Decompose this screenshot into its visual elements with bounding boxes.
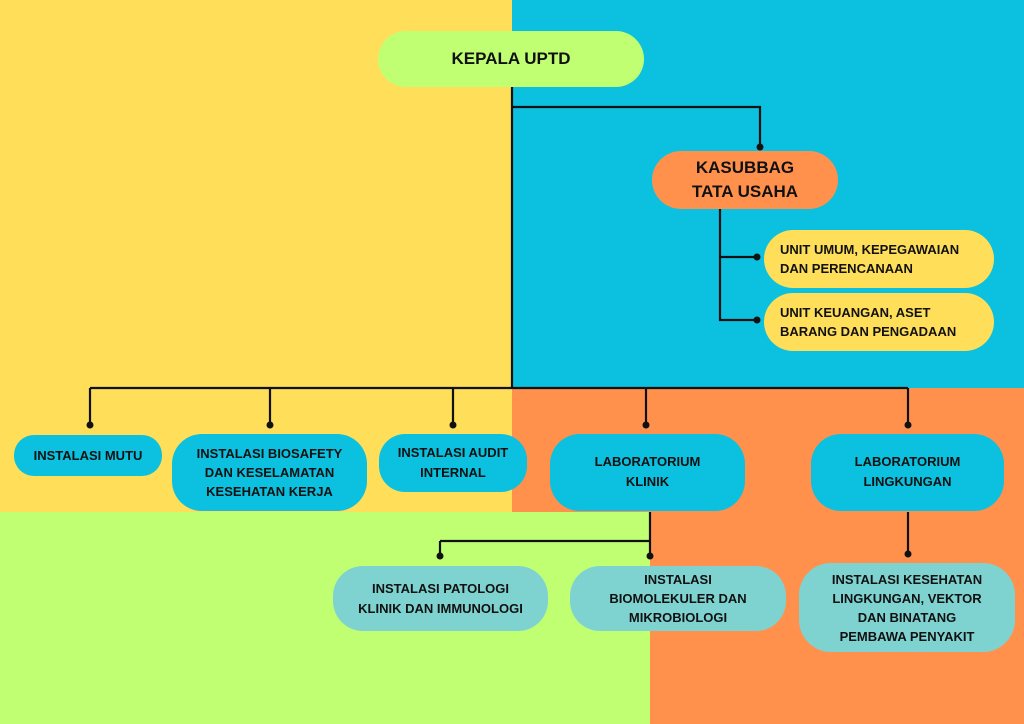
connector-dot xyxy=(904,550,912,558)
connector-dot xyxy=(753,253,761,261)
connector-dot xyxy=(642,421,650,429)
node-laboratorium-lingkungan: LABORATORIUM LINGKUNGAN xyxy=(811,434,1004,511)
node-laboratorium-klinik-label: LABORATORIUM KLINIK xyxy=(594,454,701,489)
node-instalasi-kesehatan-lingkungan: INSTALASI KESEHATAN LINGKUNGAN, VEKTOR D… xyxy=(799,563,1015,652)
node-instalasi-mutu: INSTALASI MUTU xyxy=(14,435,162,476)
connector-head-kasubbag xyxy=(512,105,762,146)
connector-dot xyxy=(449,421,457,429)
node-unit-keuangan: UNIT KEUANGAN, ASET BARANG DAN PENGADAAN xyxy=(764,293,994,351)
node-laboratorium-lingkungan-label: LABORATORIUM LINGKUNGAN xyxy=(854,454,961,489)
connector-dot xyxy=(646,552,654,560)
node-kasubbag-tata-usaha: KASUBBAG TATA USAHA xyxy=(652,151,838,209)
node-instalasi-biomolekuler: INSTALASI BIOMOLEKULER DAN MIKROBIOLOGI xyxy=(570,566,786,631)
node-instalasi-mutu-label: INSTALASI MUTU xyxy=(33,448,143,463)
node-unit-keuangan-label: UNIT KEUANGAN, ASET BARANG DAN PENGADAAN xyxy=(780,305,957,339)
node-instalasi-patologi-label: INSTALASI PATOLOGI KLINIK DAN IMMUNOLOGI xyxy=(358,580,523,616)
connector-dot xyxy=(753,316,761,324)
node-unit-umum: UNIT UMUM, KEPEGAWAIAN DAN PERENCANAAN xyxy=(764,230,994,288)
connector-kasubbag-units xyxy=(718,206,757,322)
node-kasubbag-label: KASUBBAG TATA USAHA xyxy=(691,158,799,201)
node-kepala-uptd-label: KEPALA UPTD xyxy=(451,49,571,68)
node-instalasi-biosafety-label: INSTALASI BIOSAFETY DAN KESELAMATAN KESE… xyxy=(196,446,343,499)
node-kepala-uptd: KEPALA UPTD xyxy=(378,31,644,87)
connector-dot xyxy=(436,552,444,560)
node-instalasi-patologi: INSTALASI PATOLOGI KLINIK DAN IMMUNOLOGI xyxy=(333,566,548,631)
connector-dot xyxy=(756,143,764,151)
node-laboratorium-klinik: LABORATORIUM KLINIK xyxy=(550,434,745,511)
node-instalasi-biomolekuler-label: INSTALASI BIOMOLEKULER DAN MIKROBIOLOGI xyxy=(609,572,747,625)
node-instalasi-audit-label: INSTALASI AUDIT INTERNAL xyxy=(397,445,509,480)
connector-dot xyxy=(86,421,94,429)
connector-lab-klinik-children xyxy=(438,512,652,556)
connector-dot xyxy=(904,421,912,429)
connector-dot xyxy=(266,421,274,429)
node-instalasi-audit: INSTALASI AUDIT INTERNAL xyxy=(379,434,527,492)
node-instalasi-biosafety: INSTALASI BIOSAFETY DAN KESELAMATAN KESE… xyxy=(172,434,367,511)
node-unit-umum-label: UNIT UMUM, KEPEGAWAIAN DAN PERENCANAAN xyxy=(780,242,960,276)
node-instalasi-kesling-label: INSTALASI KESEHATAN LINGKUNGAN, VEKTOR D… xyxy=(831,571,983,644)
